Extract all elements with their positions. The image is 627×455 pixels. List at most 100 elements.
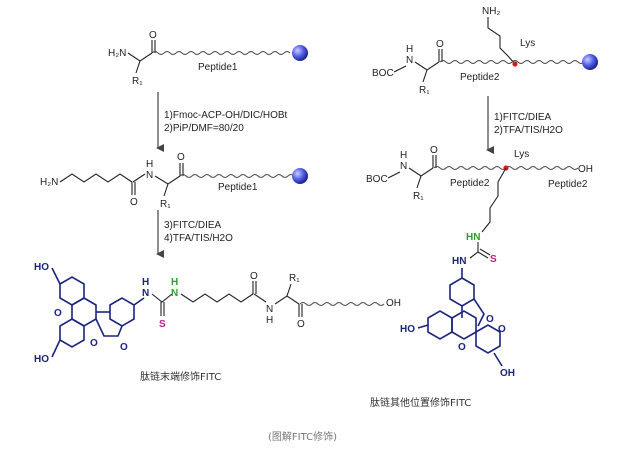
- carbonyl-3-o: O: [297, 319, 305, 330]
- carbonyl-2-o: O: [177, 152, 185, 163]
- ho-left-bond: [417, 324, 429, 329]
- resin-bead-3: [582, 54, 598, 70]
- amide-bond-3: [253, 293, 267, 303]
- oh-terminus-2: OH: [578, 164, 593, 175]
- calpha-bonds-3: [274, 295, 300, 305]
- right-r1-bond: [422, 69, 428, 83]
- left-caption: 肽链末端修饰FITC: [140, 370, 221, 383]
- right-r1-bond-2: [416, 175, 422, 189]
- aryl-nh-bond: [133, 297, 145, 306]
- carbonyl-2: [179, 163, 184, 176]
- peptide2-label-b: Peptide2: [548, 179, 588, 190]
- peptide2-label-a: Peptide2: [450, 178, 490, 189]
- linker-o: O: [250, 271, 258, 282]
- amide-h-3: H: [266, 315, 273, 326]
- carbonyl-bond: [151, 40, 156, 53]
- xanthene-ring-left: [427, 310, 453, 340]
- step1-line2: 2)PiP/DMF=80/20: [164, 123, 244, 134]
- lactone-o-2: O: [486, 314, 494, 325]
- right-fitc-product: H N BOC O R₁ Lys OH Peptide2 Peptide2 HN…: [366, 145, 593, 409]
- cs-double-bond: [160, 302, 165, 316]
- right-r1-2: R₁: [413, 191, 424, 202]
- peptide1-label: Peptide1: [198, 62, 238, 73]
- right-step-line1: 1)FITC/DIEA: [494, 112, 552, 123]
- right-step-line2: 2)TFA/TIS/H2O: [494, 125, 563, 136]
- peptide2-label: Peptide2: [460, 72, 500, 83]
- r1-bond-3: [286, 283, 292, 297]
- right-r1: R₁: [419, 85, 430, 96]
- linker-carbonyl: [252, 281, 257, 294]
- ho-top-bond: [51, 267, 61, 285]
- right-carbonyl-2-o: O: [430, 145, 438, 156]
- carbonyl-3: [298, 304, 303, 317]
- peptide-chain-3: [299, 302, 385, 306]
- thiourea-h-2: H: [171, 277, 178, 288]
- amide-n: N: [146, 170, 153, 181]
- calpha-bonds: [154, 175, 181, 185]
- left-acp-structure: H₂N O H N O R₁ Peptide1: [40, 152, 308, 210]
- lactone-o: O: [90, 338, 98, 349]
- cs-double-bond-2: [477, 248, 491, 259]
- boc-bonds: [393, 61, 440, 73]
- ho-left: HO: [400, 324, 415, 335]
- xanthene-o-2: O: [458, 342, 466, 353]
- right-carbonyl: [438, 49, 443, 62]
- acp-carbonyl: [131, 182, 136, 195]
- oh-bottom: OH: [500, 368, 515, 379]
- peptide1-label-2: Peptide1: [218, 182, 258, 193]
- right-carbonyl-2: [432, 155, 437, 168]
- backbone-bonds: [127, 52, 153, 62]
- thiourea-c: [469, 242, 479, 259]
- peptide2-chain: [439, 60, 585, 64]
- lys-marker: [512, 61, 518, 67]
- boc-n-2: N: [400, 161, 407, 172]
- thiourea-h-1: H: [142, 277, 149, 288]
- thiourea-n-2: N: [171, 288, 178, 299]
- hn-green: HN: [466, 232, 480, 243]
- sulfur-2: S: [490, 254, 497, 265]
- right-carbonyl-o: O: [436, 39, 444, 50]
- lys-nh2: NH₂: [482, 6, 500, 17]
- hn-blue: HN: [452, 256, 466, 267]
- resin-bead: [292, 45, 308, 61]
- xanthene-ring-center: [451, 310, 477, 340]
- amide-n-3: N: [266, 304, 273, 315]
- carbonyl-o: O: [149, 30, 157, 41]
- left-fitc-product: HO HO O O O H N S H N O N H R₁ O OH 肽链末端…: [34, 262, 401, 383]
- benzene-ring: [109, 297, 135, 327]
- ho-bottom: HO: [34, 354, 49, 365]
- lactone-carbonyl-o-2: O: [498, 324, 506, 335]
- lys-side-chain: [487, 17, 516, 65]
- lys-label: Lys: [520, 38, 535, 49]
- step1-line1: 1)Fmoc-ACP-OH/DIC/HOBt: [164, 110, 288, 121]
- r1-label: R₁: [132, 76, 143, 87]
- h2n-label: H₂N: [40, 177, 58, 188]
- amide-bond: [132, 173, 146, 183]
- r1-bond: [163, 183, 169, 197]
- footer-caption: (图解FITC修饰): [268, 430, 337, 443]
- amine-label: H₂N: [108, 48, 126, 59]
- lys-label-2: Lys: [514, 149, 529, 160]
- step2-line2: 4)TFA/TIS/H2O: [164, 233, 233, 244]
- amide-h: H: [146, 159, 153, 170]
- left-start-structure: H₂N O R₁ Peptide1: [108, 30, 308, 87]
- boc-bonds-2: [387, 167, 434, 179]
- acp-chain: [59, 173, 133, 183]
- xanthene-o: O: [54, 308, 62, 319]
- boc-h-2: H: [400, 150, 407, 161]
- ho-top: HO: [34, 262, 49, 273]
- lactone-ring-2: [473, 298, 485, 327]
- resin-bead-2: [292, 168, 308, 184]
- boc-n: N: [406, 55, 413, 66]
- acp-o: O: [130, 197, 138, 208]
- thiourea-bonds: [151, 293, 173, 303]
- boc-h: H: [406, 44, 413, 55]
- right-caption: 肽链其他位置修饰FITC: [370, 396, 471, 409]
- thiourea-n-1: N: [142, 288, 149, 299]
- oh-bottom-bond: [493, 352, 503, 367]
- lactone-ring: [95, 318, 123, 337]
- oh-terminus: OH: [386, 298, 401, 309]
- right-start-structure: NH₂ Lys H N BOC O R₁ Peptide2: [372, 6, 598, 96]
